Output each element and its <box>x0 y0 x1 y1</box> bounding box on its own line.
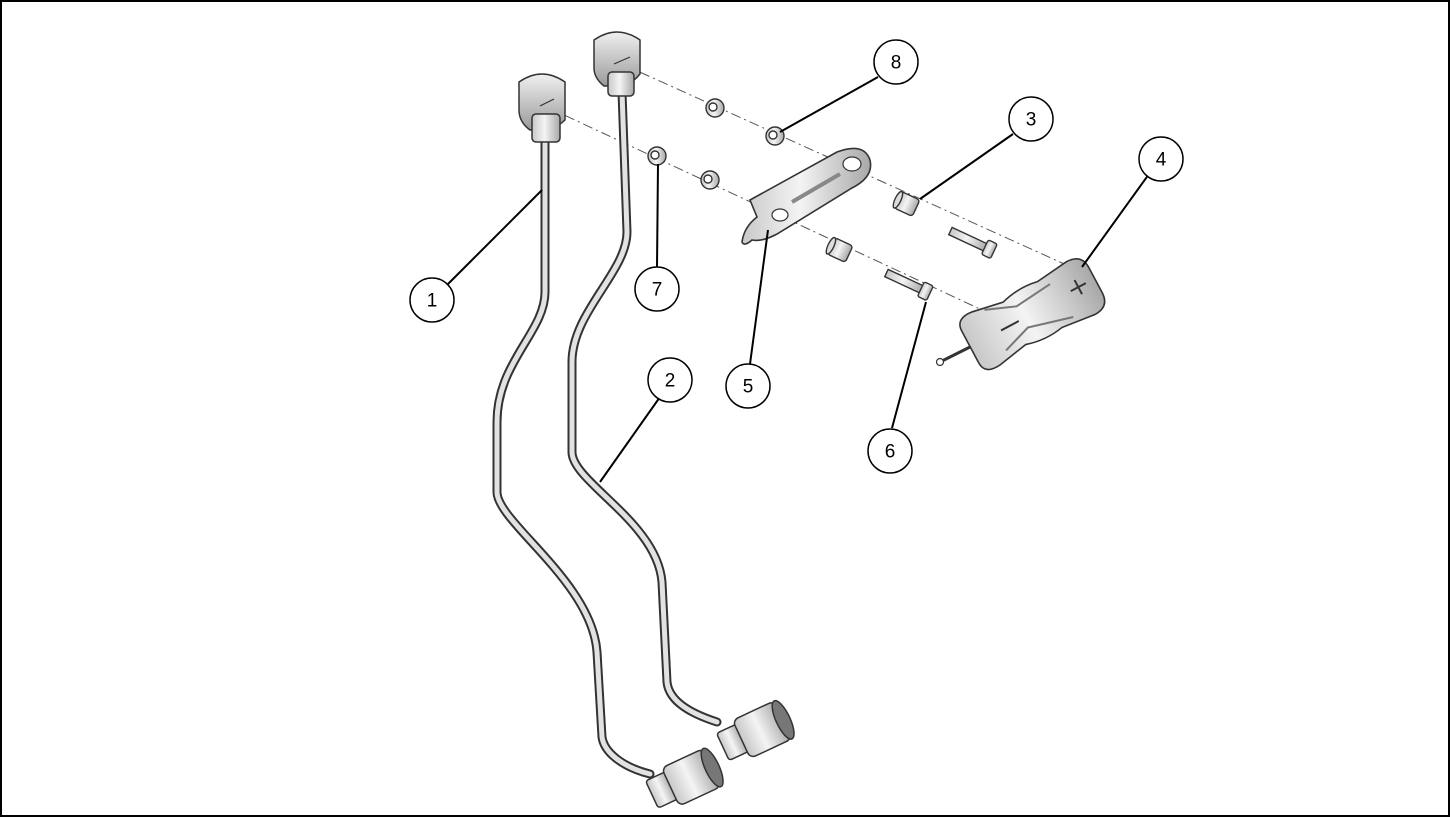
callout-1: 1 <box>409 277 455 323</box>
part-1-left-cable <box>492 73 724 808</box>
part-5-bracket <box>741 147 872 245</box>
callout-7: 7 <box>634 266 680 312</box>
callout-3: 3 <box>1008 96 1054 142</box>
part-4-handle <box>935 258 1106 371</box>
leader-lines <box>447 76 1150 483</box>
callout-4: 4 <box>1138 136 1184 182</box>
callout-4-label: 4 <box>1156 150 1167 171</box>
part-2-right-cable <box>567 31 795 761</box>
callout-8-label: 8 <box>891 53 902 74</box>
callout-7-label: 7 <box>652 280 663 301</box>
callout-2-label: 2 <box>665 371 676 392</box>
callout-6: 6 <box>867 428 913 474</box>
callout-5: 5 <box>725 363 771 409</box>
part-7-8-grommets <box>647 98 785 190</box>
callout-3-label: 3 <box>1026 110 1037 131</box>
part-6-bolts <box>883 226 998 301</box>
callout-5-label: 5 <box>743 377 754 398</box>
part-3-spacers <box>825 190 920 263</box>
callout-6-label: 6 <box>885 442 896 463</box>
callout-2: 2 <box>647 357 693 403</box>
callout-8: 8 <box>873 39 919 85</box>
callout-1-label: 1 <box>427 291 438 312</box>
